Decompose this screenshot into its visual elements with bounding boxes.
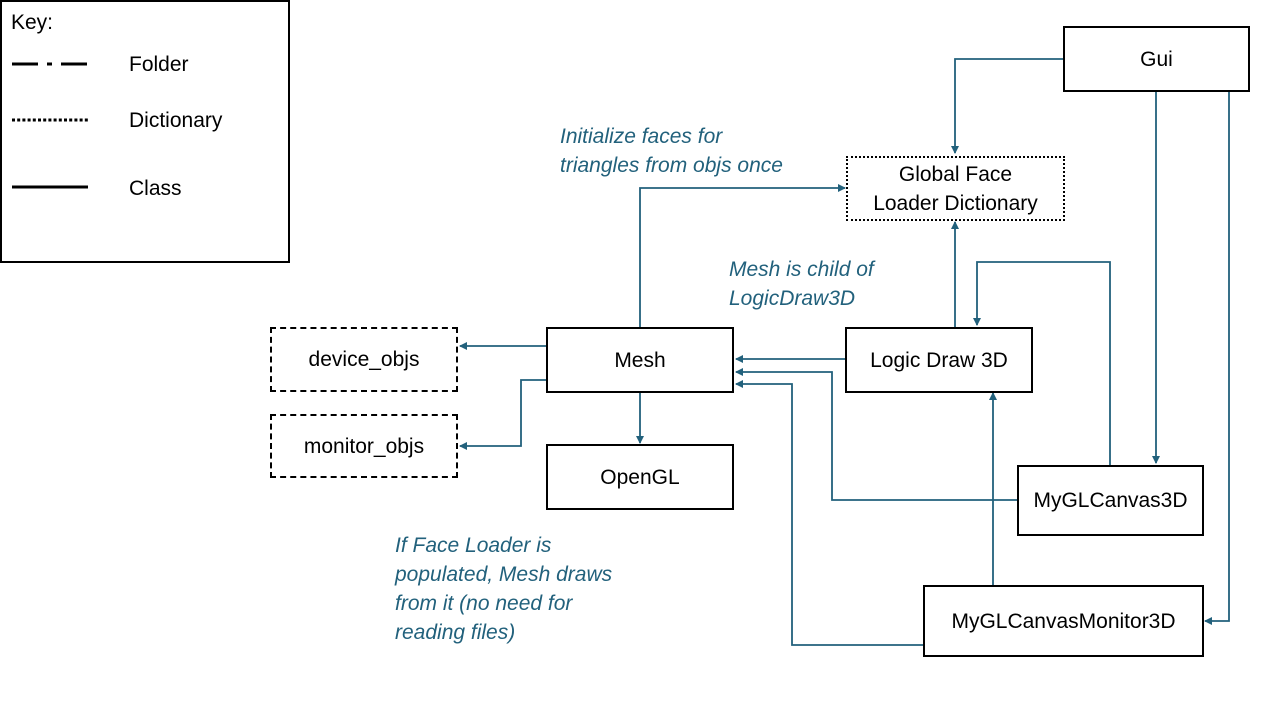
- note-mesh-child-line-1: Mesh is child of: [729, 258, 874, 281]
- note-face-loader-populated: If Face Loader is populated, Mesh draws …: [395, 531, 612, 647]
- global-face-loader-label-line-1: Global Face: [898, 162, 1013, 186]
- legend-dictionary-label: Dictionary: [129, 109, 223, 132]
- arrow-gui-to-global-face-loader: [951, 58, 1064, 154]
- mesh-node[interactable]: Mesh: [546, 327, 734, 393]
- legend-swatches: [12, 62, 88, 189]
- myglcanvasmonitor3d-node[interactable]: MyGLCanvasMonitor3D: [923, 585, 1204, 657]
- legend-folder-label: Folder: [129, 53, 189, 76]
- myglcanvasmonitor3d-label: MyGLCanvasMonitor3D: [951, 609, 1176, 633]
- legend-class-label: Class: [129, 177, 182, 200]
- arrow-myglcanvasmonitor3d-to-mesh: [735, 380, 924, 646]
- myglcanvas3d-node[interactable]: MyGLCanvas3D: [1017, 465, 1204, 536]
- device-objs-label: device_objs: [308, 348, 420, 371]
- note-face-loader-populated-line-3: from it (no need for: [395, 592, 573, 615]
- global-face-loader-node[interactable]: Global Face Loader Dictionary: [846, 156, 1065, 221]
- note-initialize-faces-line-1: Initialize faces for: [560, 125, 723, 148]
- arrow-myglcanvas3d-to-mesh: [735, 368, 1018, 501]
- note-mesh-child-line-2: LogicDraw3D: [729, 287, 856, 310]
- note-face-loader-populated-line-1: If Face Loader is: [395, 534, 552, 557]
- logic-draw-3d-label: Logic Draw 3D: [870, 348, 1008, 372]
- note-mesh-child: Mesh is child of LogicDraw3D: [729, 255, 874, 313]
- note-initialize-faces-line-2: triangles from objs once: [560, 154, 783, 177]
- global-face-loader-label-line-2: Loader Dictionary: [873, 191, 1038, 215]
- note-initialize-faces: Initialize faces for triangles from objs…: [560, 122, 783, 180]
- gui-node[interactable]: Gui: [1063, 26, 1250, 92]
- arrow-myglcanvas3d-to-logic-draw: [973, 261, 1111, 465]
- arrow-mesh-to-monitor-objs: [459, 379, 549, 450]
- opengl-node[interactable]: OpenGL: [546, 444, 734, 510]
- legend-box: Key: Folder Dictionary Class: [0, 0, 290, 263]
- myglcanvas3d-label: MyGLCanvas3D: [1033, 489, 1188, 512]
- device-objs-node[interactable]: device_objs: [270, 327, 458, 392]
- opengl-label: OpenGL: [600, 465, 680, 489]
- monitor-objs-label: monitor_objs: [303, 434, 425, 458]
- logic-draw-3d-node[interactable]: Logic Draw 3D: [845, 327, 1033, 393]
- mesh-label: Mesh: [614, 348, 666, 372]
- monitor-objs-node[interactable]: monitor_objs: [270, 414, 458, 478]
- note-face-loader-populated-line-4: reading files): [395, 621, 516, 644]
- arrow-mesh-to-global-face-loader: [639, 184, 846, 327]
- note-face-loader-populated-line-2: populated, Mesh draws: [395, 563, 613, 586]
- gui-label: Gui: [1140, 47, 1173, 71]
- arrow-gui-to-myglcanvasmonitor3d: [1204, 92, 1230, 625]
- legend-title: Key:: [11, 11, 54, 34]
